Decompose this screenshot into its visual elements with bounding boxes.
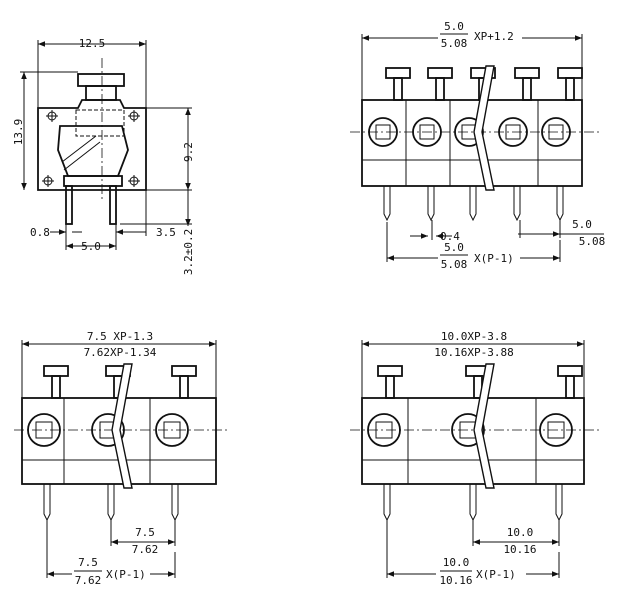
top-dim-7-5mm-line2: 7.62XP-1.34 [84,346,157,359]
top-dim-10mm-line2: 10.16XP-3.88 [434,346,513,359]
top-dim-5mm-b: 5.08 [441,37,468,50]
span-7-5mm-b: 7.62 [75,574,102,587]
body-height-label: 9.2 [182,142,195,162]
pitch-10mm-a: 10.0 [507,526,534,539]
pitch-10mm-b: 10.16 [503,543,536,556]
poles-5mm [368,67,583,186]
side-body-outline [37,99,147,191]
width-label: 12.5 [79,37,106,50]
span-10mm-a: 10.0 [443,556,470,569]
pins-10mm [383,484,563,522]
span-formula-10mm: X(P-1) [476,568,516,581]
top-formula-5mm: XP+1.2 [474,30,514,43]
span-10mm-b: 10.16 [439,574,472,587]
offset-label: 3.5 [156,226,176,239]
span-5mm-b: 5.08 [441,258,468,271]
span-7-5mm-a: 7.5 [78,556,98,569]
pitch-7-5mm-a: 7.5 [135,526,155,539]
body-10mm [361,397,585,485]
mount-hole-icon [42,110,140,187]
break-symbol-5mm [473,65,495,191]
break-symbol-7-5mm [111,363,133,489]
top-dim-5mm-a: 5.0 [444,20,464,33]
poles-7-5mm [27,365,197,447]
front-view-10mm: 10.0XP-3.8 10.16XP-3.88 10.0 10.16 10.0 … [350,330,600,587]
top-dim-7-5mm-line1: 7.5 XP-1.3 [87,330,153,343]
front-view-7-5mm: 7.5 XP-1.3 7.62XP-1.34 7.5 7.62 7.5 7.62… [14,330,228,587]
pitch-7-5mm-b: 7.62 [132,543,159,556]
pin-width-label: 0.8 [30,226,50,239]
span-formula-5mm: X(P-1) [474,252,514,265]
side-screw-shaft [85,85,117,101]
pins-5mm [383,186,564,222]
span-formula-7-5mm: X(P-1) [106,568,146,581]
side-pins [65,185,117,225]
pitch-5mm-b: 5.08 [579,235,606,248]
top-dim-10mm-line1: 10.0XP-3.8 [441,330,507,343]
pitch-5mm-a: 5.0 [572,218,592,231]
height-label: 13.9 [12,119,25,146]
span-5mm-a: 5.0 [444,241,464,254]
pin-length-label: 3.2±0.2 [182,229,195,275]
pin-spacing-label: 5.0 [81,240,101,253]
side-wire-entry [57,125,129,177]
side-screw-head [77,73,125,87]
front-view-5mm: 5.0 5.08 XP+1.2 0.4 5.0 5.08 5.0 5.08 X(… [350,20,605,271]
body-5mm [361,99,583,187]
pin-gap-5mm: 0.4 [440,230,460,243]
side-base [63,175,123,187]
pins-7-5mm [43,484,179,522]
side-view: 12.5 13.9 9.2 0.8 5.0 3.5 3.2±0.2 [12,37,195,275]
break-symbol-10mm [473,363,495,489]
